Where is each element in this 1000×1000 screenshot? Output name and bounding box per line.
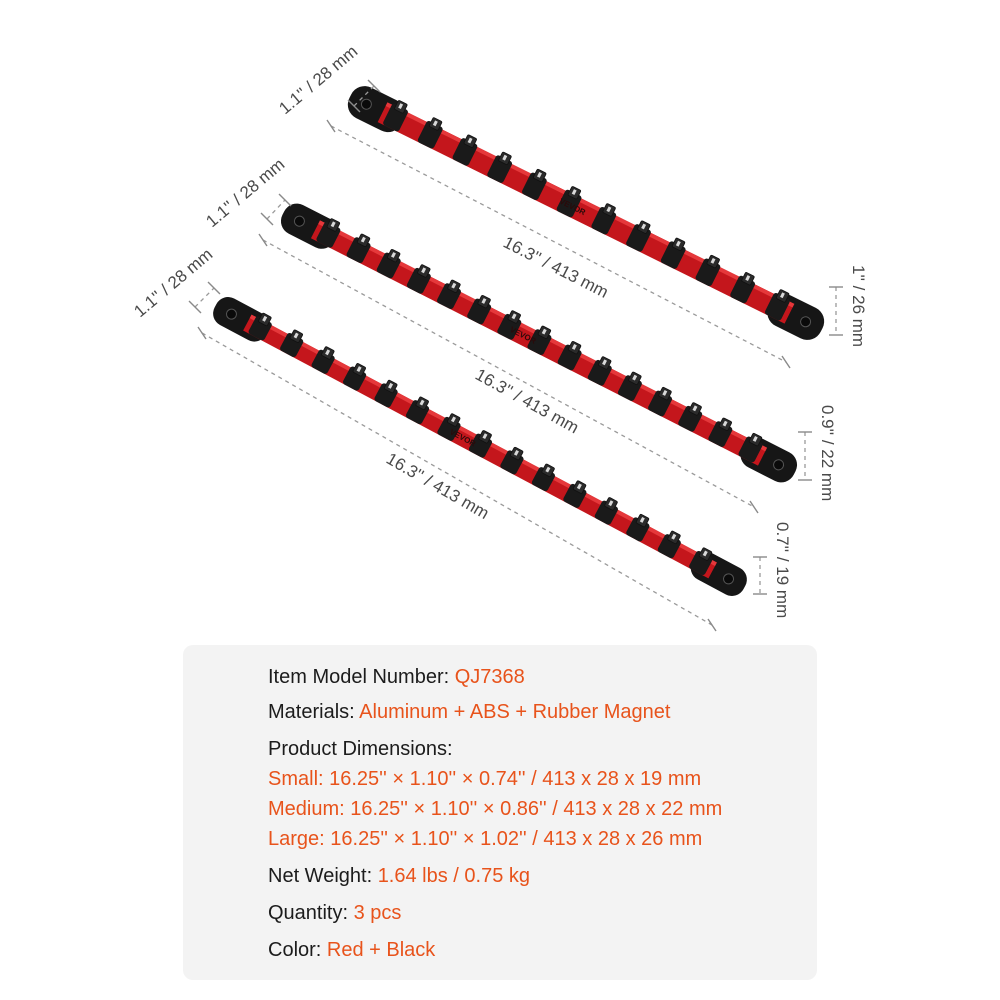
quantity-row: Quantity: 3 pcs xyxy=(268,900,401,926)
socket-clip xyxy=(695,254,721,287)
socket-clip xyxy=(626,513,650,542)
materials-row: Materials: Aluminum + ABS + Rubber Magne… xyxy=(268,699,670,725)
socket-clip xyxy=(557,341,582,371)
mount-hole xyxy=(360,98,372,110)
socket-clip xyxy=(406,264,431,294)
socket-clip xyxy=(500,446,524,475)
mount-hole xyxy=(225,308,237,320)
rail-small-height-label: 0.7'' / 19 mm xyxy=(773,522,792,618)
socket-clip xyxy=(657,530,681,559)
net-weight-label: Net Weight: xyxy=(268,865,378,887)
socket-clip xyxy=(730,272,756,304)
socket-clip xyxy=(738,433,763,463)
socket-clip xyxy=(383,100,408,132)
socket-clip xyxy=(563,480,587,508)
socket-clip xyxy=(376,249,401,279)
model-number-row: Item Model Number: QJ7368 xyxy=(268,664,525,690)
socket-clip xyxy=(591,203,617,235)
socket-clip xyxy=(280,329,304,358)
color-label: Color: xyxy=(268,939,327,961)
materials-value: Aluminum + ABS + Rubber Magnet xyxy=(359,701,671,723)
rail-body xyxy=(377,102,795,324)
rail-small-width-label: 1.1'' / 28 mm xyxy=(130,245,216,321)
socket-clip xyxy=(587,356,612,386)
specifications-card: Item Model Number: QJ7368 Materials: Alu… xyxy=(183,645,817,980)
dimensions-small: Small: 16.25'' × 1.10'' × 0.74'' / 413 x… xyxy=(268,768,702,790)
socket-clip xyxy=(689,547,713,575)
socket-clip xyxy=(497,310,522,340)
socket-clip xyxy=(531,463,555,492)
socket-clip xyxy=(487,151,513,183)
rail-medium-width-label: 1.1'' / 28 mm xyxy=(202,155,288,231)
rail-highlight xyxy=(385,102,795,308)
socket-clip xyxy=(626,220,651,252)
socket-clip xyxy=(648,387,673,417)
quantity-value: 3 pcs xyxy=(353,902,402,924)
rail-medium: VEVOR xyxy=(280,203,798,483)
socket-clip xyxy=(311,346,335,374)
color-row: Color: Red + Black xyxy=(268,937,435,963)
socket-clip xyxy=(452,134,478,166)
socket-clip xyxy=(468,430,493,458)
socket-clip xyxy=(708,417,733,447)
rail-small: VEVOR xyxy=(213,297,747,596)
socket-clip xyxy=(374,379,398,408)
socket-clip xyxy=(467,295,492,325)
socket-clip xyxy=(617,371,642,401)
socket-clip xyxy=(594,497,618,525)
mount-hole xyxy=(723,573,735,585)
dimensions-medium: Medium: 16.25'' × 1.10'' × 0.86'' / 413 … xyxy=(268,798,723,820)
socket-clip xyxy=(527,325,552,355)
mount-hole xyxy=(773,459,785,471)
quantity-label: Quantity: xyxy=(268,902,354,924)
dimension-annotations: 16.3'' / 413 mm 1.1'' / 28 mm 1'' / 26 m… xyxy=(130,42,868,632)
socket-clip xyxy=(437,279,461,309)
socket-clip xyxy=(437,413,461,441)
socket-clip xyxy=(405,396,430,425)
model-number-value: QJ7368 xyxy=(454,666,525,688)
socket-clip xyxy=(346,233,371,263)
dimensions-heading: Product Dimensions: xyxy=(268,738,453,760)
materials-label: Materials: xyxy=(268,701,360,723)
color-value: Red + Black xyxy=(326,939,436,961)
rail-large-length-label: 16.3'' / 413 mm xyxy=(500,233,611,302)
rail-large-height-label: 1'' / 26 mm xyxy=(849,265,868,347)
socket-clip xyxy=(522,168,547,201)
socket-clip xyxy=(764,289,790,321)
socket-clip xyxy=(660,237,686,269)
socket-clip xyxy=(316,218,341,248)
socket-clip xyxy=(417,117,443,149)
mount-hole xyxy=(800,316,812,328)
rail-large: VEVOR xyxy=(347,86,825,340)
socket-clip xyxy=(678,402,703,432)
model-number-label: Item Model Number: xyxy=(268,666,455,688)
socket-clip xyxy=(248,312,272,341)
rail-medium-height-label: 0.9'' / 22 mm xyxy=(818,405,837,501)
socket-clip xyxy=(343,363,367,391)
mount-hole xyxy=(293,215,305,227)
socket-clip xyxy=(556,186,582,218)
net-weight-value: 1.64 lbs / 0.75 kg xyxy=(377,865,531,887)
rail-medium-length-label: 16.3'' / 413 mm xyxy=(472,365,582,437)
dimensions-large: Large: 16.25'' × 1.10'' × 1.02'' / 413 x… xyxy=(268,828,703,850)
net-weight-row: Net Weight: 1.64 lbs / 0.75 kg xyxy=(268,863,530,889)
rail-small-length-label: 16.3'' / 413 mm xyxy=(383,449,492,523)
